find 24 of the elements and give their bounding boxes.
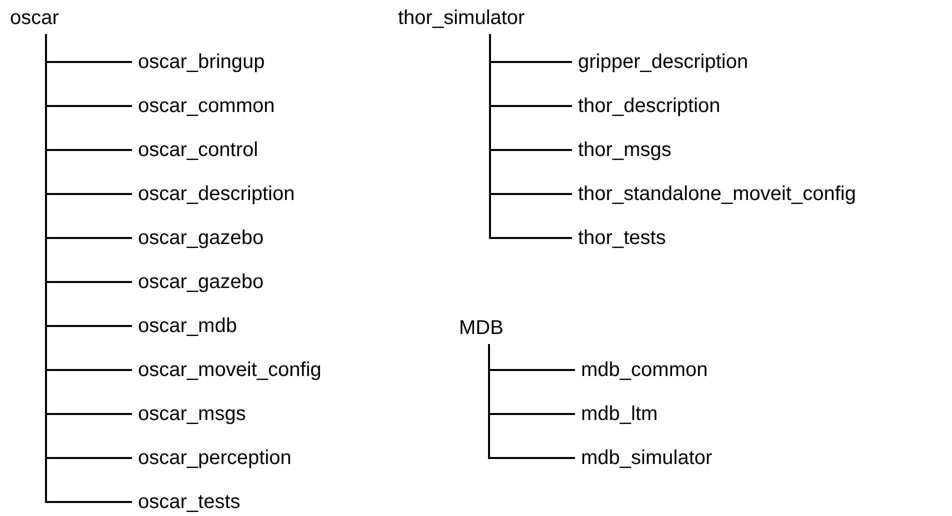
tree-item-label: gripper_description bbox=[578, 50, 748, 74]
tree-root-label: thor_simulator bbox=[398, 6, 525, 30]
tree-item-label: oscar_perception bbox=[138, 446, 292, 470]
tree-item-label: mdb_common bbox=[581, 358, 708, 382]
tree-item-label: oscar_gazebo bbox=[138, 270, 264, 294]
tree-connector bbox=[488, 344, 575, 459]
tree-item-label: oscar_description bbox=[138, 182, 295, 206]
tree-item-label: oscar_control bbox=[138, 138, 258, 162]
tree-root-label: oscar bbox=[10, 6, 59, 30]
tree-connector bbox=[489, 34, 572, 239]
tree-item-label: oscar_gazebo bbox=[138, 226, 264, 250]
tree-item-label: thor_tests bbox=[578, 226, 666, 250]
tree-item-label: oscar_common bbox=[138, 94, 275, 118]
tree-item-label: oscar_tests bbox=[138, 490, 240, 514]
tree-root-label: MDB bbox=[459, 316, 504, 340]
tree-item-label: thor_standalone_moveit_config bbox=[578, 182, 856, 206]
tree-item-label: oscar_mdb bbox=[138, 314, 237, 338]
tree-item-label: thor_msgs bbox=[578, 138, 672, 162]
tree-item-label: oscar_moveit_config bbox=[138, 358, 322, 382]
tree-item-label: mdb_ltm bbox=[581, 402, 658, 426]
tree-item-label: oscar_msgs bbox=[138, 402, 246, 426]
tree-item-label: thor_description bbox=[578, 94, 720, 118]
tree-item-label: mdb_simulator bbox=[581, 446, 712, 470]
tree-item-label: oscar_bringup bbox=[138, 50, 265, 74]
